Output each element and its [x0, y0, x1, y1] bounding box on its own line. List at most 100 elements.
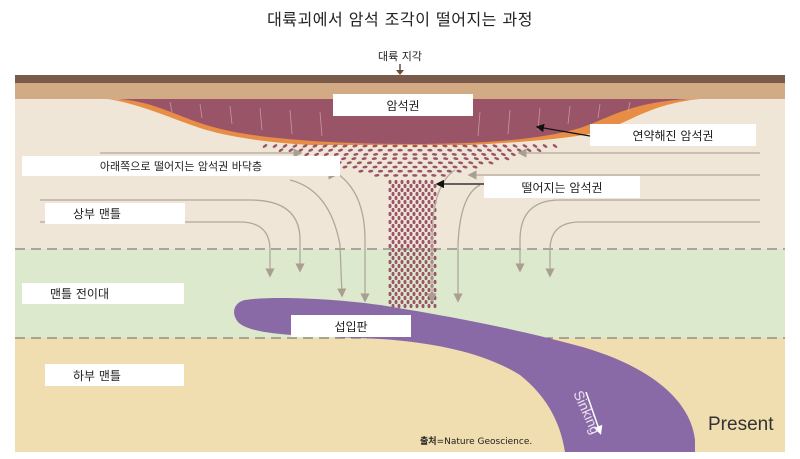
lithosphere-blob: [400, 291, 404, 297]
lithosphere-blob: [388, 283, 392, 289]
lithosphere-blob: [417, 169, 423, 173]
lithosphere-blob: [391, 247, 395, 253]
lithosphere-blob: [467, 148, 473, 152]
lithosphere-blob: [433, 239, 437, 245]
lithosphere-blob: [430, 203, 434, 209]
source-credit: 출처=Nature Geoscience.: [420, 434, 532, 447]
lithosphere-blob: [427, 287, 431, 293]
lithosphere-blob: [522, 144, 528, 148]
lithosphere-blob: [403, 255, 407, 261]
lithosphere-blob: [433, 295, 437, 301]
lithosphere-blob: [433, 223, 437, 229]
lithosphere-blob: [391, 279, 395, 285]
lithosphere-blob: [424, 227, 428, 233]
lithosphere-blob: [424, 219, 428, 225]
lithosphere-blob: [373, 153, 379, 156]
lithosphere-blob: [463, 157, 469, 161]
falling-lithosphere-label: 떨어지는 암석권: [484, 176, 640, 198]
lithosphere-blob: [388, 267, 392, 273]
lithosphere-blob: [391, 231, 395, 237]
lithosphere-blob: [415, 191, 419, 197]
lithosphere-blob: [409, 223, 413, 229]
lithosphere-blob: [332, 144, 338, 148]
lithosphere-blob: [430, 179, 434, 185]
lithosphere-blob: [400, 211, 404, 217]
page-title: 대륙괴에서 암석 조각이 떨어지는 과정: [267, 10, 533, 29]
lithosphere-blob: [492, 144, 498, 148]
lithosphere-blob: [412, 235, 416, 241]
lithosphere-blob: [377, 161, 383, 165]
lithosphere-blob: [415, 271, 419, 277]
lithosphere-blob: [388, 227, 392, 233]
lithosphere-blob: [409, 239, 413, 245]
lithosphere-blob: [333, 152, 339, 156]
lithosphere-blob: [400, 235, 404, 241]
lithosphere-blob: [409, 263, 413, 269]
lithosphere-blob: [427, 161, 433, 165]
lithosphere-blob: [388, 203, 392, 209]
lithosphere-blob: [532, 144, 538, 148]
lithosphere-blob: [400, 243, 404, 249]
lithosphere-blob: [368, 169, 374, 173]
lithosphere-blob: [433, 271, 437, 277]
lithosphere-blob: [433, 247, 437, 253]
lithosphere-blob: [427, 263, 431, 269]
lithosphere-blob: [367, 148, 373, 152]
lithosphere-blob: [383, 174, 389, 177]
lithosphere-blob: [427, 239, 431, 245]
lithosphere-blob: [433, 303, 437, 309]
lithosphere-blob: [418, 211, 422, 217]
lithosphere-blob: [473, 157, 479, 161]
lithosphere-blob: [412, 211, 416, 217]
lithosphere-blob: [418, 187, 422, 193]
lithosphere-blob: [397, 255, 401, 261]
lithosphere-blob: [406, 243, 410, 249]
lithosphere-blob: [418, 267, 422, 273]
lithosphere-blob: [436, 169, 443, 173]
lithosphere-blob: [388, 243, 392, 249]
lithosphere-blob: [536, 148, 542, 152]
transition-zone-label: 맨틀 전이대: [22, 283, 184, 304]
lithosphere-blob: [400, 179, 404, 185]
lithosphere-blob: [421, 215, 425, 221]
lithosphere-blob: [468, 161, 474, 165]
lithosphere-blob: [502, 144, 508, 148]
lithosphere-blob: [412, 251, 416, 257]
lithosphere-blob: [400, 227, 404, 233]
lithosphere-blob: [402, 165, 408, 169]
lithosphere-blob: [406, 219, 410, 225]
lithosphere-blob: [447, 161, 454, 165]
lithosphere-blob: [374, 174, 380, 177]
lithosphere-blob: [418, 259, 422, 265]
lithosphere-blob: [421, 303, 425, 309]
lithosphere-blob: [421, 287, 425, 293]
lithosphere-blob: [397, 279, 401, 285]
lithosphere-blob: [486, 148, 492, 152]
lithosphere-blob: [443, 157, 449, 160]
lithosphere-blob: [432, 165, 438, 169]
lithosphere-blob: [412, 299, 416, 305]
lithosphere-blob: [494, 157, 500, 161]
lithosphere-blob: [427, 207, 431, 213]
lithosphere-blob: [341, 157, 347, 161]
lithosphere-blob: [427, 169, 433, 173]
lithosphere-blob: [397, 295, 401, 301]
lithosphere-blob: [418, 299, 422, 305]
upper-mantle-label: 상부 맨틀: [45, 203, 185, 224]
lithosphere-blob: [407, 161, 413, 165]
lithosphere-blob: [421, 207, 425, 213]
lithosphere-blob: [431, 174, 437, 177]
lithosphere-blob: [394, 259, 398, 265]
lithosphere-blob: [371, 157, 377, 160]
lithosphere-blob: [409, 247, 413, 253]
lithosphere-blob: [427, 247, 431, 253]
lithosphere-blob: [394, 211, 398, 217]
lithosphere-blob: [417, 148, 423, 152]
lithosphere-blob: [481, 152, 487, 156]
lithosphere-blob: [387, 148, 393, 152]
lithosphere-blob: [272, 144, 278, 148]
lithosphere-blob: [382, 165, 388, 169]
lithosphere-blob: [424, 283, 428, 289]
lithosphere-blob: [427, 183, 431, 189]
lithosphere-blob: [421, 231, 425, 237]
